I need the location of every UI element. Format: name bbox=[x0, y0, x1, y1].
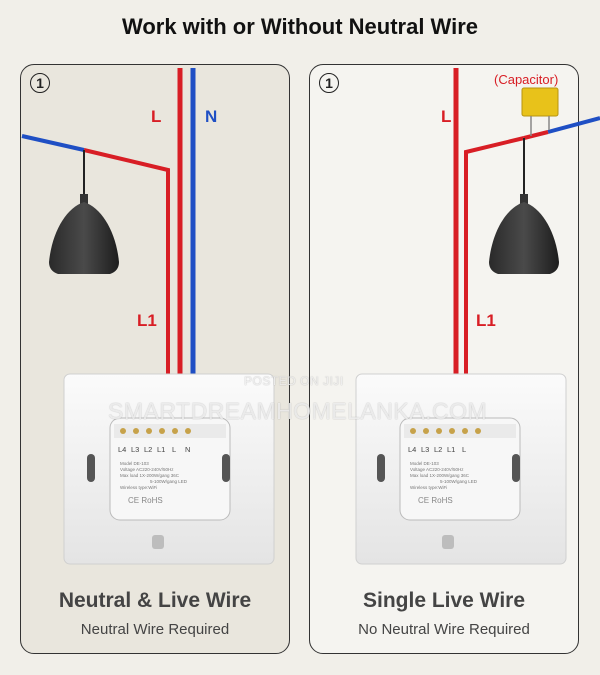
terminal-label: L bbox=[462, 445, 466, 454]
diagram-title: Work with or Without Neutral Wire bbox=[121, 14, 479, 39]
terminal-label: L4 bbox=[408, 445, 416, 454]
label-live: L bbox=[441, 107, 451, 126]
terminal-label: L4 bbox=[118, 445, 126, 454]
terminal-label: L bbox=[172, 445, 176, 454]
watermark-posted: POSTED ON JIJI bbox=[244, 374, 344, 388]
pendant-lamp-icon bbox=[489, 194, 559, 274]
load-wire-l1 bbox=[83, 148, 170, 428]
panel-number: 1 bbox=[30, 73, 50, 93]
terminal-label: L3 bbox=[131, 445, 139, 454]
panel-heading: Single Live Wire bbox=[362, 589, 526, 612]
cert-marks: CE RoHS bbox=[128, 496, 163, 505]
spec-text: Voltage AC220-240V/50Hz bbox=[120, 467, 174, 472]
terminal-label: L2 bbox=[144, 445, 152, 454]
spec-text: 5-100W/gang LED bbox=[150, 479, 188, 484]
spec-text: 5-100W/gang LED bbox=[440, 479, 478, 484]
neutral-wire-to-capacitor bbox=[547, 116, 600, 134]
load-wire-l1 bbox=[464, 136, 525, 428]
panel-heading: Neutral & Live Wire bbox=[58, 589, 252, 612]
spec-text: Wireless type:WiFi bbox=[120, 485, 157, 490]
terminal-label: L2 bbox=[434, 445, 442, 454]
label-capacitor: (Capacitor) bbox=[494, 72, 558, 87]
terminal-label: L1 bbox=[447, 445, 455, 454]
load-wire-l1 bbox=[523, 130, 549, 140]
spec-text: Model DE-103 bbox=[120, 461, 149, 466]
neutral-wire-to-lamp bbox=[21, 134, 85, 152]
cert-marks: CE RoHS bbox=[418, 496, 453, 505]
panel-number: 1 bbox=[319, 73, 339, 93]
terminal-label: L1 bbox=[157, 445, 165, 454]
spec-text: Max load 1X-200W/gang 36C bbox=[120, 473, 180, 478]
watermark-site: SMARTDREAMHOMELANKA.COM bbox=[108, 398, 488, 424]
label-live: L bbox=[151, 107, 161, 126]
smart-switch-right: L4 L3 L2 L1 L Model DE-103 Voltage AC220… bbox=[355, 373, 567, 565]
spec-text: Max load 1X-200W/gang 36C bbox=[410, 473, 470, 478]
label-load: L1 bbox=[476, 311, 496, 330]
pendant-lamp-icon bbox=[49, 194, 119, 274]
panel-subheading: No Neutral Wire Required bbox=[358, 621, 530, 638]
terminal-label: L3 bbox=[421, 445, 429, 454]
spec-text: Model DE-103 bbox=[410, 461, 439, 466]
smart-switch-left: L4 L3 L2 L1 L N Model DE-103 Voltage AC2… bbox=[63, 373, 275, 565]
label-load: L1 bbox=[137, 311, 157, 330]
spec-text: Voltage AC220-240V/50Hz bbox=[410, 467, 464, 472]
panel-subheading: Neutral Wire Required bbox=[80, 621, 230, 638]
label-neutral: N bbox=[205, 107, 217, 126]
capacitor-icon bbox=[521, 87, 559, 136]
terminal-label: N bbox=[185, 445, 190, 454]
spec-text: Wireless type:WiFi bbox=[410, 485, 447, 490]
